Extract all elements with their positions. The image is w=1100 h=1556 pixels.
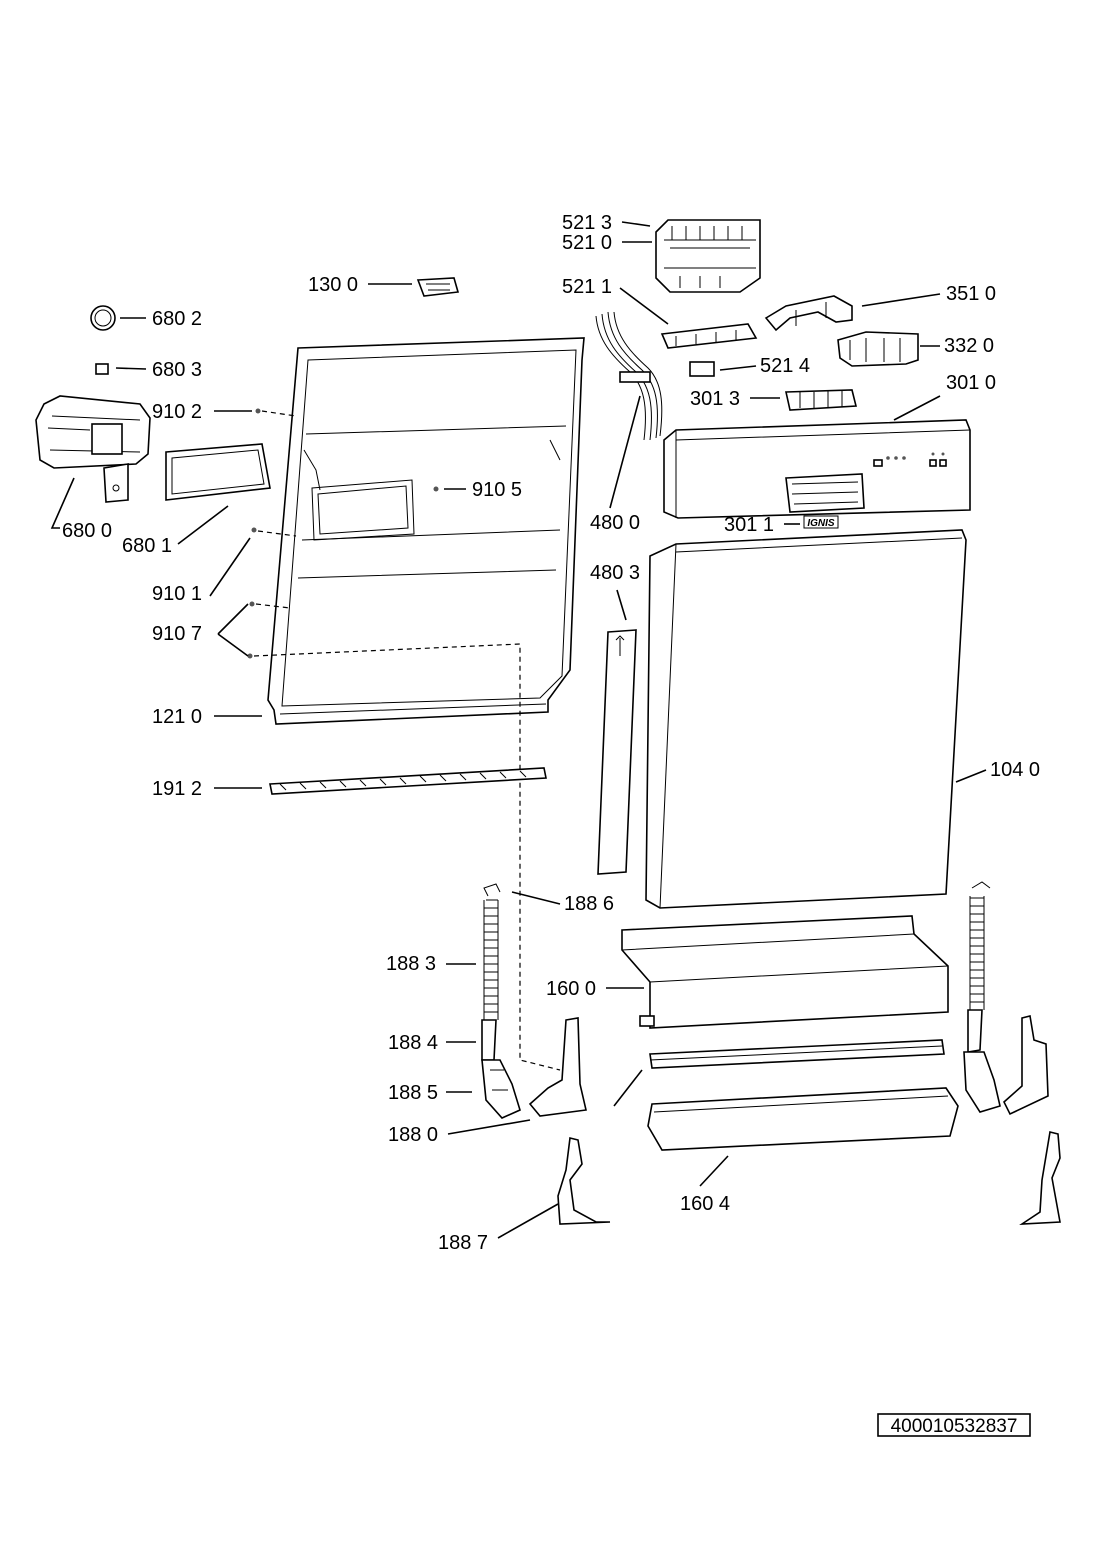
part-301-3 (785, 389, 858, 411)
label-188-5: 188 5 (388, 1082, 438, 1104)
diagram-id-box: 400010532837 (877, 1413, 1031, 1437)
part-680-3 (95, 363, 109, 375)
label-680-2: 680 2 (152, 308, 202, 330)
label-351-0: 351 0 (946, 283, 996, 305)
part-680-0-dispenser (35, 395, 151, 503)
label-301-1: 301 1 (724, 514, 774, 536)
label-191-2: 191 2 (152, 778, 202, 800)
part-191-2-bar (269, 767, 547, 795)
brand-logo-text: IGNIS (807, 518, 835, 529)
label-160-4: 160 4 (680, 1193, 730, 1215)
part-labels: 521 3 521 0 130 0 521 1 351 0 680 2 332 … (62, 212, 1040, 1254)
label-188-4: 188 4 (388, 1032, 438, 1054)
label-130-0: 130 0 (308, 274, 358, 296)
label-121-0: 121 0 (152, 706, 202, 728)
part-521-4 (689, 361, 715, 377)
label-521-1: 521 1 (562, 276, 612, 298)
part-plinth-rail (649, 1039, 945, 1069)
part-480-0-harness (595, 311, 663, 441)
label-332-0: 332 0 (944, 335, 994, 357)
part-130-0 (416, 277, 460, 297)
label-301-3: 301 3 (690, 388, 740, 410)
label-480-0: 480 0 (590, 512, 640, 534)
label-910-1: 910 1 (152, 583, 202, 605)
part-680-2-ring (90, 305, 116, 331)
label-521-3: 521 3 (562, 212, 612, 234)
hinge-assembly-right (963, 881, 1061, 1225)
label-521-4: 521 4 (760, 355, 810, 377)
label-680-1: 680 1 (122, 535, 172, 557)
diagram-id: 400010532837 (891, 1416, 1018, 1437)
label-188-7: 188 7 (438, 1232, 488, 1254)
screws (247, 408, 439, 659)
part-188-7-cover-left (557, 1137, 611, 1225)
part-188-3-spring-left (481, 883, 501, 1061)
label-680-0: 680 0 (62, 520, 112, 542)
label-104-0: 104 0 (990, 759, 1040, 781)
part-104-0-door-panel (645, 529, 967, 909)
part-680-1-gasket (165, 443, 271, 501)
label-188-0: 188 0 (388, 1124, 438, 1146)
part-480-3-strip (597, 629, 637, 875)
label-910-5: 910 5 (472, 479, 522, 501)
part-301-0-control-panel (663, 419, 971, 519)
brand-logo-badge: IGNIS (803, 515, 839, 529)
label-188-6: 188 6 (564, 893, 614, 915)
part-351-0 (764, 295, 853, 332)
label-160-0: 160 0 (546, 978, 596, 1000)
part-160-0-plinth (621, 915, 949, 1029)
part-188-0-bracket-left (528, 1017, 587, 1117)
label-910-7: 910 7 (152, 623, 202, 645)
assembly-lines (253, 410, 561, 1071)
label-188-3: 188 3 (386, 953, 436, 975)
electronic-module (655, 219, 761, 293)
label-910-2: 910 2 (152, 401, 202, 423)
label-521-0: 521 0 (562, 232, 612, 254)
part-188-5-hinge-left (481, 1059, 521, 1119)
part-160-4-plinth-front (647, 1087, 959, 1151)
part-121-0-inner-door (267, 337, 585, 725)
label-680-3: 680 3 (152, 359, 202, 381)
label-480-3: 480 3 (590, 562, 640, 584)
leader-lines (50, 221, 987, 1239)
part-521-1 (660, 323, 758, 349)
label-301-0: 301 0 (946, 372, 996, 394)
part-332-0 (837, 331, 919, 367)
